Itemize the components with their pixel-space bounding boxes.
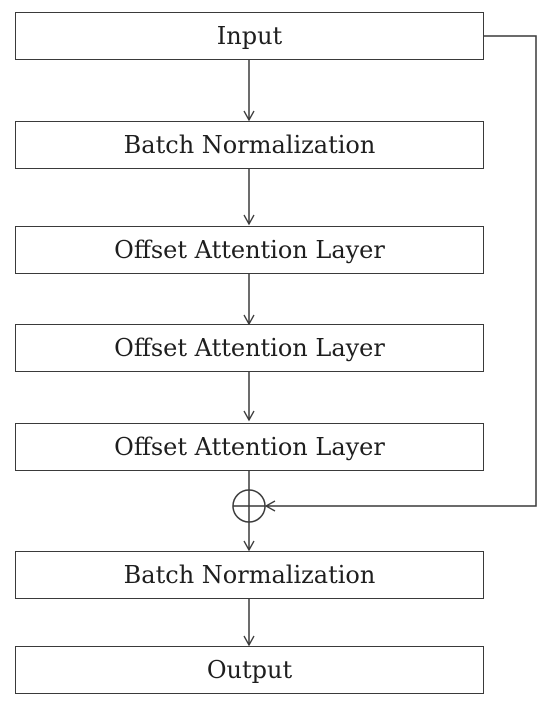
offset-attention-layer-box-2: Offset Attention Layer	[15, 324, 484, 372]
offset-attention-layer-box-3: Offset Attention Layer	[15, 423, 484, 471]
offset-attention-layer-box-1: Offset Attention Layer	[15, 226, 484, 274]
output-box: Output	[15, 646, 484, 694]
batch-normalization-box-1: Batch Normalization	[15, 121, 484, 169]
sum-node-icon	[232, 489, 266, 523]
input-box: Input	[15, 12, 484, 60]
batch-normalization-box-2: Batch Normalization	[15, 551, 484, 599]
